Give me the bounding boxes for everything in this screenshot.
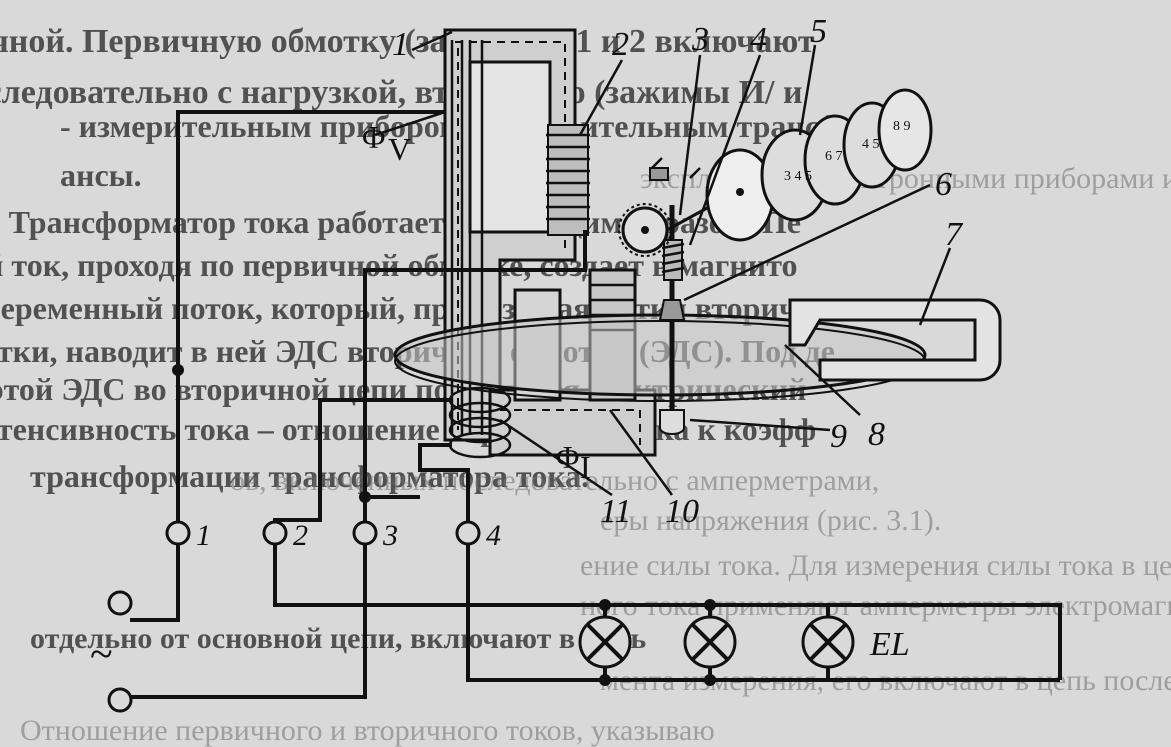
callout-4: 4 [750,21,767,58]
bg-line: отдельно от основной цепи, включают в це… [30,622,646,655]
terminal-1 [165,520,191,546]
flux-labels: Φ V Φ I [362,110,591,485]
bg-line: интенсивность тока – отношение первичног… [0,411,816,447]
current-flux-subscript: I [580,449,591,485]
bg-line: еры напряжения (рис. 3.1). [600,504,941,537]
callout-7: 7 [945,216,964,253]
svg-text:3 4 5: 3 4 5 [784,169,812,184]
lamp-load: EL [578,605,910,680]
callout-10: 10 [665,493,699,530]
bg-line: ансы. [60,157,142,193]
callout-8: 8 [868,416,885,453]
bg-line: ение силы тока. Для измерения силы тока … [580,549,1171,582]
wiring [130,110,1062,699]
svg-text:4 5: 4 5 [862,137,880,152]
counter-mechanism: 3 4 5 6 7 4 5 8 9 [705,88,933,242]
bg-line: трансформации трансформатора тока. [30,458,589,494]
lamp-3 [801,605,855,680]
lamp-2 [683,605,737,680]
terminal-label-3: 3 [382,519,398,552]
bg-line: Отношение первичного и вторичного токов,… [20,714,715,747]
svg-text:8 9: 8 9 [893,119,911,134]
callouts: 1 2 3 4 5 6 7 8 9 10 11 [392,13,964,530]
ac-symbol: ~ [90,632,113,678]
voltage-flux-label: Φ [362,119,385,155]
terminal-block: 1 2 3 4 [165,519,501,552]
voltage-flux-subscript: V [388,131,411,167]
callout-9: 9 [830,418,847,455]
bg-line: последовательно с нагрузкой, вторичную (… [0,74,803,111]
terminal-label-2: 2 [293,519,308,552]
lamp-1 [578,605,632,680]
voltage-coil [546,124,590,236]
callout-3: 3 [691,21,709,58]
callout-11: 11 [600,493,631,530]
terminal-4 [455,520,481,546]
shaft [649,157,701,435]
callout-5: 5 [810,13,827,50]
terminal-3 [352,520,378,546]
terminal-label-4: 4 [486,519,501,552]
load-label: EL [869,626,910,663]
callout-2: 2 [612,26,629,63]
bg-line: ов, включенных последовательно с амперме… [230,464,879,497]
terminal-label-1: 1 [196,519,211,552]
terminal-2 [262,520,288,546]
callout-1: 1 [392,26,409,63]
ac-source: ~ [90,590,133,713]
brake-magnet [788,298,1002,382]
svg-text:6 7: 6 7 [825,149,843,164]
current-flux-label: Φ [556,439,579,475]
callout-6: 6 [935,166,952,203]
bg-line: ичной. Первичную обмотку (зажимы 1/1 и 2… [0,23,815,60]
